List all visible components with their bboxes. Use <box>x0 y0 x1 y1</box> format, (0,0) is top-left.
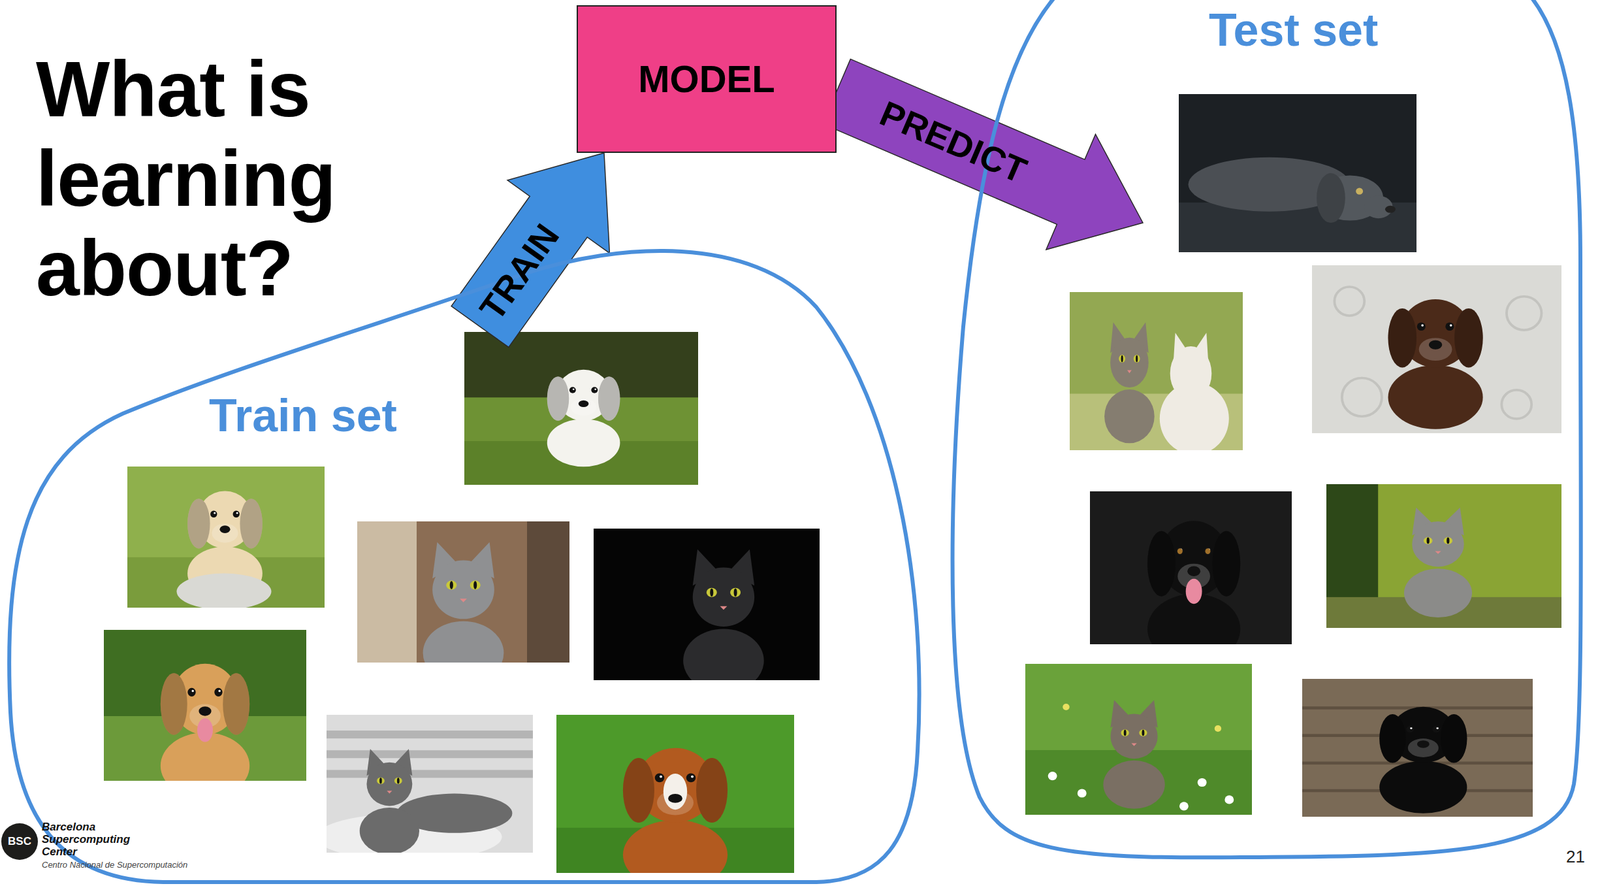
region-label: Train set <box>208 389 398 443</box>
photo-dog <box>1178 94 1417 253</box>
model-label: MODEL <box>638 57 775 102</box>
logo-name: Barcelona Supercomputing Center <box>41 820 153 858</box>
arrow-label: TRAIN <box>473 217 565 326</box>
model-box: MODEL <box>576 5 837 153</box>
region-outline <box>952 0 1582 857</box>
label-holder: Test set <box>1208 3 1378 57</box>
logo-subtitle: Centro Nacional de Supercomputación <box>41 859 188 870</box>
logo-subtitle-holder: Centro Nacional de Supercomputación <box>41 859 188 870</box>
region-shape <box>940 0 1587 863</box>
logo-name-holder: Barcelona Supercomputing Center <box>41 820 153 858</box>
block-arrow <box>451 152 610 347</box>
page-number: 21 <box>1566 846 1585 867</box>
photo-cat <box>1069 291 1243 455</box>
photo-cat <box>593 528 820 693</box>
region-label: Test set <box>1208 3 1378 57</box>
block-arrow <box>822 58 1143 250</box>
logo-mark-holder: BSC <box>1 822 38 860</box>
title-block: What is learning about? <box>35 44 389 313</box>
test-set-region: Test set <box>940 0 1587 863</box>
photo-dog <box>1089 491 1292 664</box>
label-holder: Train set <box>208 389 398 443</box>
photo-cat <box>1326 483 1562 628</box>
region-shape <box>6 248 934 886</box>
logo-mark: BSC <box>7 834 32 848</box>
photo-dog <box>1312 265 1562 433</box>
photo-dog <box>127 466 325 610</box>
slide-title: What is learning about? <box>35 44 389 313</box>
photo-dog <box>103 629 307 799</box>
region-outline <box>9 250 919 882</box>
photo-dog <box>556 714 795 886</box>
photo-cat <box>316 714 533 861</box>
photo-cat <box>357 521 570 685</box>
train-set-region: Train set <box>6 248 934 886</box>
arrow-label: PREDICT <box>875 94 1032 189</box>
photo-dog <box>1302 678 1533 817</box>
page-number-holder: 21 <box>1566 846 1585 867</box>
photo-cat <box>1025 663 1252 815</box>
photo-dog <box>464 331 699 485</box>
